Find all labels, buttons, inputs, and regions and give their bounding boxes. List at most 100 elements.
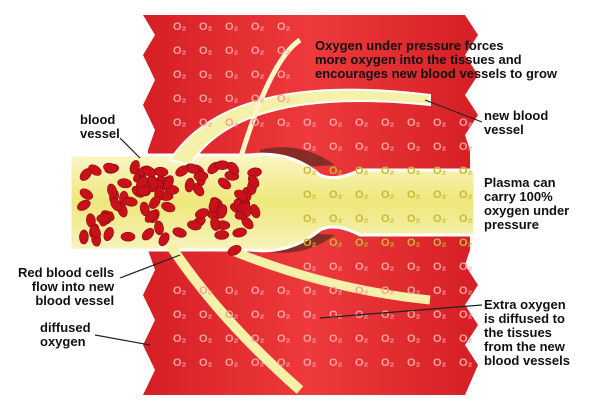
red-blood-cell	[79, 188, 93, 200]
o2-molecule: O₂	[173, 21, 187, 33]
red-blood-cell	[142, 166, 157, 177]
o2-molecule: O₂	[459, 213, 473, 225]
o2-molecule: O₂	[303, 165, 317, 177]
o2-molecule: O₂	[459, 285, 473, 297]
o2-molecule: O₂	[277, 117, 291, 129]
o2-molecule: O₂	[433, 333, 447, 345]
o2-molecule: O₂	[381, 213, 395, 225]
o2-molecule: O₂	[277, 333, 291, 345]
o2-molecule: O₂	[251, 93, 265, 105]
red-blood-cell	[120, 231, 136, 242]
o2-molecule: O₂	[381, 357, 395, 369]
o2-molecule: O₂	[303, 213, 317, 225]
o2-molecule: O₂	[251, 21, 265, 33]
o2-molecule: O₂	[225, 21, 239, 33]
label-diffused: diffused oxygen	[40, 320, 91, 349]
red-blood-cell	[193, 171, 209, 181]
o2-molecule: O₂	[277, 309, 291, 321]
o2-molecule: O₂	[459, 117, 473, 129]
o2-molecule: O₂	[381, 309, 395, 321]
o2-molecule: O₂	[251, 45, 265, 57]
o2-molecule: O₂	[173, 357, 187, 369]
o2-molecule: O₂	[303, 357, 317, 369]
o2-molecule: O₂	[225, 117, 239, 129]
o2-molecule: O₂	[225, 93, 239, 105]
o2-molecule: O₂	[407, 141, 421, 153]
o2-molecule: O₂	[355, 117, 369, 129]
o2-molecule: O₂	[329, 309, 343, 321]
label-blood-vessel: blood vessel	[80, 112, 120, 141]
oxygen-molecules: O₂ O₂ O₂ O₂ O₂ O₂ O₂ O₂ O₂ O₂ O₂ O₂ O₂ O₂ O₂ O₂ O₂ O₂ O₂ O₂…	[173, 21, 473, 369]
red-blood-cell	[184, 177, 195, 193]
label-extra: Extra oxygen is diffused to the tissues …	[484, 297, 570, 368]
red-blood-cell	[139, 201, 150, 217]
o2-molecule: O₂	[407, 237, 421, 249]
o2-molecule: O₂	[407, 285, 421, 297]
red-blood-cell	[175, 165, 189, 177]
red-blood-cell	[161, 201, 176, 213]
o2-molecule: O₂	[199, 333, 213, 345]
o2-molecule: O₂	[459, 189, 473, 201]
red-blood-cell	[158, 232, 170, 247]
red-blood-cell	[141, 227, 155, 241]
red-blood-cell	[241, 202, 252, 217]
o2-molecule: O₂	[381, 285, 395, 297]
new-vessel-bottom-branch	[228, 245, 431, 305]
o2-molecule: O₂	[303, 237, 317, 249]
o2-molecule: O₂	[329, 213, 343, 225]
o2-molecule: O₂	[251, 309, 265, 321]
pointer-lines	[94, 99, 483, 346]
label-red-cells: Red blood cells flow into new blood vess…	[18, 265, 115, 308]
o2-molecule: O₂	[355, 285, 369, 297]
o2-molecule: O₂	[277, 69, 291, 81]
o2-molecule: O₂	[407, 309, 421, 321]
o2-molecule: O₂	[329, 141, 343, 153]
label-plasma: Plasma can carry 100% oxygen under press…	[484, 175, 570, 232]
o2-molecule: O₂	[381, 237, 395, 249]
o2-molecule: O₂	[381, 165, 395, 177]
o2-molecule: O₂	[407, 261, 421, 273]
o2-molecule: O₂	[225, 357, 239, 369]
o2-molecule: O₂	[173, 117, 187, 129]
red-blood-cell	[214, 160, 230, 170]
o2-molecule: O₂	[381, 189, 395, 201]
red-blood-cell	[123, 196, 138, 207]
o2-molecule: O₂	[329, 165, 343, 177]
o2-molecule: O₂	[199, 285, 213, 297]
o2-molecule: O₂	[433, 309, 447, 321]
o2-molecule: O₂	[225, 309, 239, 321]
o2-molecule: O₂	[381, 117, 395, 129]
o2-molecule: O₂	[329, 189, 343, 201]
o2-molecule: O₂	[225, 45, 239, 57]
o2-molecule: O₂	[225, 69, 239, 81]
o2-molecule: O₂	[199, 117, 213, 129]
red-blood-cell	[136, 176, 149, 189]
red-blood-cell	[88, 164, 102, 176]
o2-molecule: O₂	[355, 165, 369, 177]
o2-molecule: O₂	[303, 333, 317, 345]
new-vessel-top	[168, 88, 431, 167]
o2-molecule: O₂	[355, 357, 369, 369]
o2-molecule: O₂	[329, 333, 343, 345]
o2-molecule: O₂	[433, 117, 447, 129]
o2-molecule: O₂	[433, 165, 447, 177]
new-vessel-top-branch	[237, 37, 302, 161]
label-top: Oxygen under pressure forces more oxygen…	[315, 38, 558, 81]
o2-molecule: O₂	[251, 117, 265, 129]
o2-molecule: O₂	[225, 333, 239, 345]
o2-molecule: O₂	[277, 45, 291, 57]
red-blood-cell	[187, 220, 202, 231]
o2-molecule: O₂	[251, 357, 265, 369]
o2-molecule: O₂	[173, 69, 187, 81]
red-blood-cell	[217, 204, 228, 219]
o2-molecule: O₂	[355, 189, 369, 201]
o2-molecule: O₂	[277, 93, 291, 105]
o2-molecule: O₂	[407, 189, 421, 201]
o2-molecule: O₂	[199, 357, 213, 369]
o2-molecule: O₂	[355, 261, 369, 273]
red-blood-cell	[194, 208, 210, 219]
o2-molecule: O₂	[459, 309, 473, 321]
o2-molecule: O₂	[381, 141, 395, 153]
red-blood-cell	[217, 177, 231, 190]
